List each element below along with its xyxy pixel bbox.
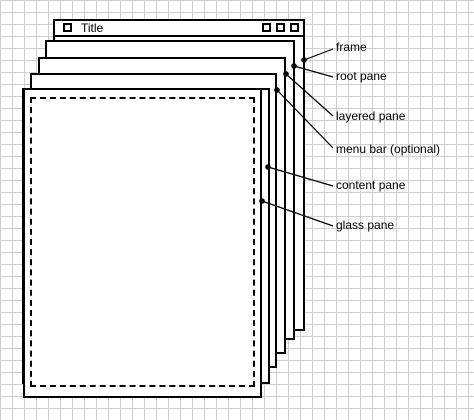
layered-pane-dot [283, 71, 289, 77]
root-pane-dot [291, 63, 297, 69]
window-title: Title [81, 21, 104, 35]
root-pane-leader [293, 65, 334, 78]
title-bar: Title [55, 21, 303, 37]
close-button [290, 23, 299, 32]
label-root-pane: root pane [336, 69, 387, 83]
glass-pane-dashed-boundary [30, 97, 255, 387]
menu-bar-leader [276, 89, 334, 149]
label-content-pane: content pane [336, 178, 406, 192]
layered-pane-leader [285, 73, 334, 117]
label-glass-pane: glass pane [336, 218, 395, 232]
glass-pane-leader [261, 200, 334, 227]
system-menu-icon [63, 23, 72, 32]
glass-pane-dot [259, 198, 265, 204]
minimize-button [262, 23, 271, 32]
maximize-button [276, 23, 285, 32]
content-pane-leader [267, 166, 334, 187]
label-frame: frame [336, 40, 367, 54]
frame-leader [303, 48, 334, 61]
frame-dot [301, 57, 307, 63]
content-pane-dot [265, 164, 271, 170]
menu-bar-dot [274, 87, 280, 93]
label-menu-bar: menu bar (optional) [336, 142, 441, 156]
label-layered-pane: layered pane [336, 109, 406, 123]
glass-pane [23, 88, 262, 398]
